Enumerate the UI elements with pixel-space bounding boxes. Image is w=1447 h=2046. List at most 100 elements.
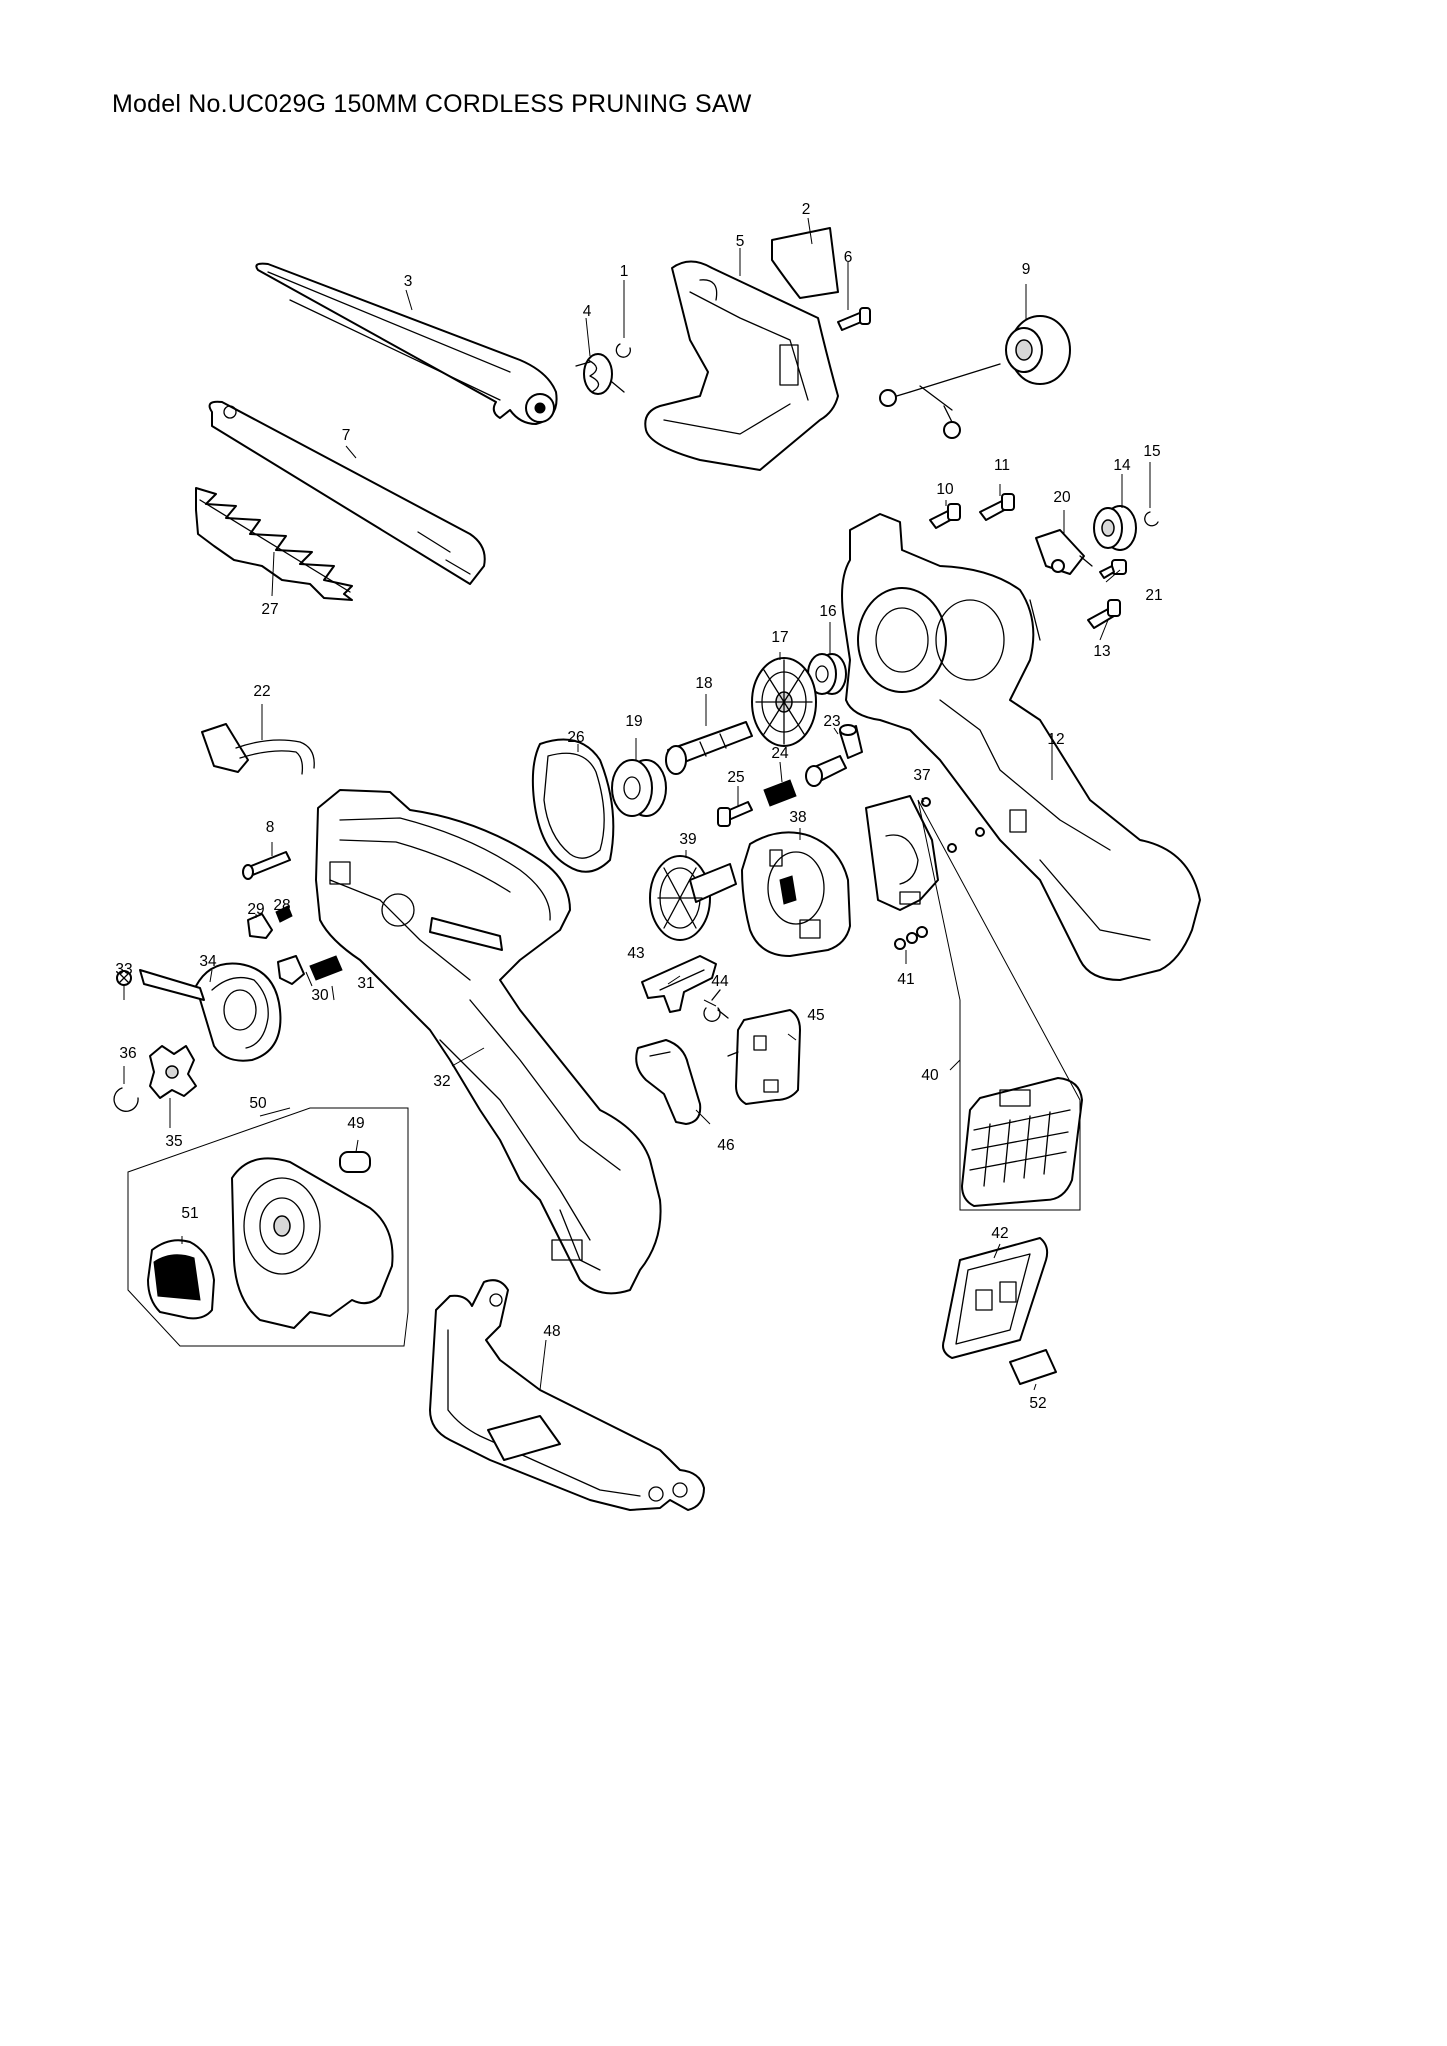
part-label: 50 <box>249 1095 267 1112</box>
part-label: 29 <box>247 901 264 918</box>
part-36-retaining-ring <box>113 1087 139 1112</box>
part-8-pin <box>242 851 291 880</box>
part-25-screw <box>717 801 753 827</box>
part-label: 24 <box>771 745 789 762</box>
part-14-gear-wheel <box>1093 505 1137 551</box>
part-label: 23 <box>823 713 840 730</box>
part-32-housing-left <box>315 789 662 1295</box>
part-label: 35 <box>165 1133 182 1150</box>
part-4-spring <box>575 353 625 395</box>
part-label: 45 <box>807 1007 824 1024</box>
part-label: 42 <box>991 1225 1008 1242</box>
part-label: 31 <box>357 975 374 992</box>
part-24-nozzle <box>805 755 847 787</box>
part-label: 28 <box>273 897 290 914</box>
part-label: 46 <box>717 1137 734 1154</box>
part-label: 11 <box>994 457 1010 474</box>
part-5-front-cover <box>644 260 839 471</box>
part-49-plug <box>339 1151 371 1173</box>
part-label: 6 <box>844 249 853 266</box>
part-label: 26 <box>567 729 584 746</box>
part-label: 16 <box>819 603 836 620</box>
part-label: 33 <box>115 961 132 978</box>
part-43-switch-lever <box>641 955 717 1013</box>
part-50-sprocket-cover <box>231 1157 394 1329</box>
page-title: Model No.UC029G 150MM CORDLESS PRUNING S… <box>112 90 752 118</box>
part-50-box <box>127 1107 409 1347</box>
part-6-screw <box>837 307 871 331</box>
part-45-switch <box>727 1009 801 1105</box>
part-label: 14 <box>1113 457 1131 474</box>
part-20-tensioner <box>1035 529 1093 575</box>
part-label: 3 <box>404 273 413 290</box>
part-label: 30 <box>311 987 329 1004</box>
part-9-adjuster-knob <box>879 315 1071 439</box>
part-34-brake-band <box>139 962 282 1062</box>
part-label: 52 <box>1029 1395 1046 1412</box>
part-label: 4 <box>583 303 592 320</box>
part-label: 13 <box>1093 643 1110 660</box>
part-label: 27 <box>261 601 278 618</box>
part-48-battery-cover <box>429 1279 705 1511</box>
part-label: 22 <box>253 683 270 700</box>
part-26-gasket <box>531 738 615 873</box>
part-13-screw <box>1087 599 1121 629</box>
part-23-elbow-fitting <box>839 724 863 759</box>
part-label: 37 <box>913 767 930 784</box>
part-label: 38 <box>789 809 806 826</box>
part-51-knob <box>147 1239 215 1320</box>
part-label: 51 <box>181 1205 198 1222</box>
part-40-terminal-block <box>961 1077 1083 1207</box>
part-label: 8 <box>266 819 275 836</box>
part-label: 49 <box>347 1115 364 1132</box>
part-35-sprocket <box>149 1045 197 1099</box>
part-22-oil-pipe <box>201 723 315 775</box>
part-19-bearing <box>611 759 667 817</box>
part-label: 41 <box>897 971 914 988</box>
part-label: 7 <box>342 427 351 444</box>
part-label: 5 <box>736 233 745 250</box>
part-label: 19 <box>625 713 642 730</box>
part-label: 39 <box>679 831 696 848</box>
part-label: 2 <box>802 201 811 218</box>
part-15-retaining-ring <box>1144 511 1159 527</box>
part-10-bolt <box>929 503 961 529</box>
part-label: 9 <box>1022 261 1031 278</box>
leader-lines <box>123 217 1151 1391</box>
part-40-controller <box>865 795 939 911</box>
part-29-lever <box>247 913 273 939</box>
part-38-stator <box>741 831 851 957</box>
part-18-spindle <box>665 721 753 775</box>
part-label: 25 <box>727 769 744 786</box>
part-label: 34 <box>199 953 217 970</box>
part-31-spring <box>309 955 343 981</box>
part-spring-black <box>763 779 797 807</box>
part-39-rotor <box>649 855 737 941</box>
part-11-screw <box>979 493 1015 521</box>
part-label: 17 <box>771 629 788 646</box>
part-30-lock-piece <box>277 955 305 985</box>
part-number-labels: 1 2 3 4 5 6 7 8 9 10 11 12 13 14 15 16 1… <box>115 201 1162 1412</box>
part-46-trigger <box>635 1039 702 1125</box>
part-label: 21 <box>1145 587 1162 604</box>
part-3-bar-cover <box>255 262 558 425</box>
part-7-guide-bar <box>208 400 486 585</box>
part-44-spring <box>703 989 729 1022</box>
part-41-nuts <box>894 926 928 950</box>
part-42-terminal-holder <box>942 1237 1049 1359</box>
part-52-label <box>1009 1349 1057 1385</box>
part-label: 12 <box>1047 731 1064 748</box>
part-label: 15 <box>1143 443 1160 460</box>
part-label: 40 <box>921 1067 939 1084</box>
part-21-screw <box>1099 559 1127 579</box>
part-17-fan <box>751 657 817 747</box>
part-label: 20 <box>1053 489 1071 506</box>
part-label: 44 <box>711 973 729 990</box>
part-37-screws <box>921 797 985 853</box>
part-label: 48 <box>543 1323 560 1340</box>
part-2-label <box>771 227 839 299</box>
part-label: 36 <box>119 1045 136 1062</box>
part-1-retaining-ring <box>615 343 631 358</box>
